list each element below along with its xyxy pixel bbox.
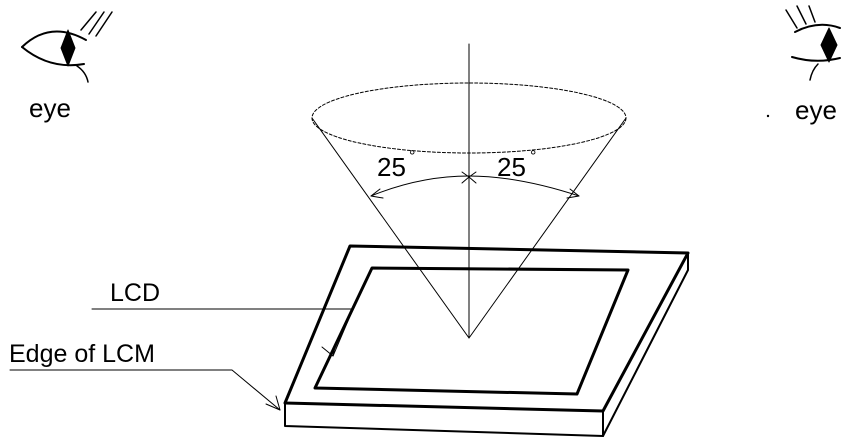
- left-eye-icon: [21, 11, 113, 83]
- right-eye-icon: [785, 5, 841, 81]
- lcm-thickness-side: [602, 252, 689, 437]
- right-eye-label: eye: [795, 95, 837, 125]
- viewing-cone: [311, 82, 627, 339]
- left-angle-label: 25: [377, 152, 406, 182]
- lcd-label: LCD: [110, 279, 161, 307]
- left-angle-degree: °: [409, 148, 416, 165]
- right-angle-degree: °: [530, 148, 537, 165]
- left-eye-label: eye: [29, 93, 71, 123]
- angle-arc: [370, 171, 580, 199]
- lcm-panel: [283, 244, 690, 437]
- right-angle-label: 25: [497, 152, 526, 182]
- lcm-edge-leader-line: [9, 369, 281, 411]
- lcd-leader-line: [91, 308, 354, 357]
- lcm-edge-label: Edge of LCM: [9, 340, 155, 368]
- lcd-active-area: [313, 266, 630, 396]
- speck-dot: [766, 114, 770, 118]
- lcm-thickness-front: [284, 402, 604, 437]
